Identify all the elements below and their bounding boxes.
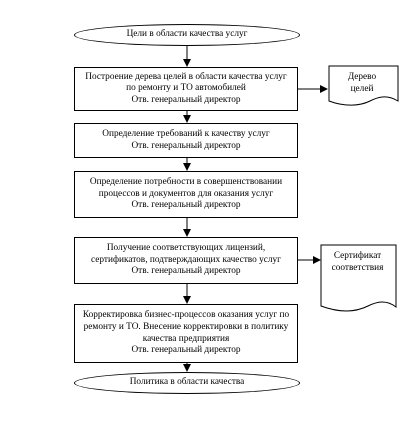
process-step-requirements: Определение требований к качеству услуг … <box>74 123 298 158</box>
step-responsible: Отв. генеральный директор <box>131 345 241 356</box>
process-step-tree-building: Построение дерева целей в области качест… <box>74 67 298 111</box>
step-text-line: ремонту и ТО. Внесение корректировки в п… <box>83 321 289 332</box>
start-label: Цели в области качества услуг <box>126 29 248 40</box>
finish-label: Политика в области качества <box>129 377 245 388</box>
step-text-line: Определение требований к качеству услуг <box>102 128 270 139</box>
document-tree-of-goals: Дерево целей <box>328 72 396 95</box>
document-shape-certificate <box>320 244 397 312</box>
document-label-line: Сертификат <box>333 251 382 261</box>
step-responsible: Отв. генеральный директор <box>131 94 241 105</box>
step-text-line: Получение соответствующих лицензий, <box>106 243 266 254</box>
step-responsible: Отв. генеральный директор <box>131 200 241 211</box>
step-text-line: Корректировка бизнес-процессов оказания … <box>82 310 290 321</box>
process-step-business-process-correction: Корректировка бизнес-процессов оказания … <box>74 304 298 363</box>
step-responsible: Отв. генеральный директор <box>131 266 241 277</box>
step-text-line: Определение потребности в совершенствова… <box>89 177 283 188</box>
step-text-line: качества предприятия <box>142 333 230 344</box>
process-step-improvement-needs: Определение потребности в совершенствова… <box>74 171 298 218</box>
document-label-line: целей <box>350 83 374 94</box>
document-label-line: соответствия <box>331 262 384 273</box>
step-text-line: сертификатов, подтверждающих качество ус… <box>91 254 281 265</box>
step-text-line: по ремонту и ТО автомобилей <box>126 83 246 94</box>
step-text-line: Построение дерева целей в области качест… <box>85 71 287 82</box>
process-step-licenses: Получение соответствующих лицензий, серт… <box>74 237 298 284</box>
step-text-line: процессов и документов для оказания услу… <box>98 188 274 199</box>
end-terminal: Политика в области качества <box>74 372 300 394</box>
document-label-line: Дерево <box>347 72 377 82</box>
start-terminal: Цели в области качества услуг <box>74 24 300 46</box>
step-responsible: Отв. генеральный директор <box>131 140 241 151</box>
document-shape-tree <box>328 65 399 106</box>
document-certificate: Сертификат соответствия <box>321 251 394 274</box>
